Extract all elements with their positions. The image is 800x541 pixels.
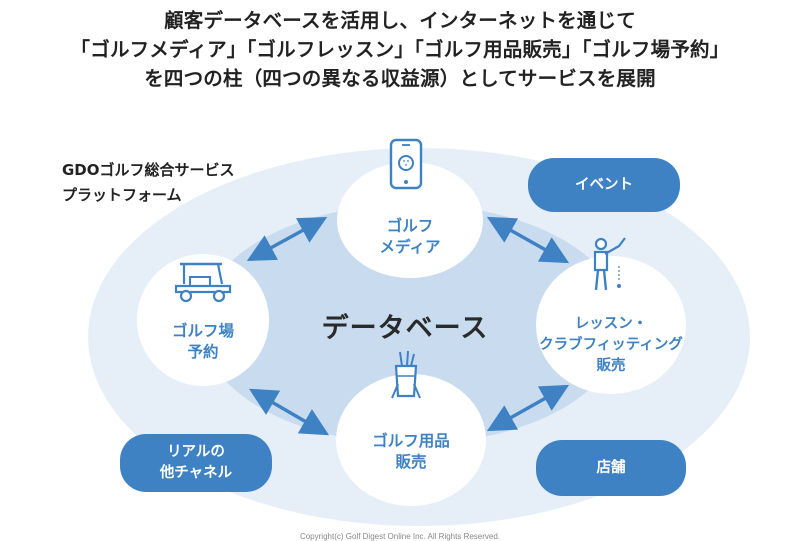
pillar-lesson-fitting-label: レッスン・ クラブフィッティング 販売 xyxy=(539,315,683,374)
pillar-golf-equipment-label: ゴルフ用品 販売 xyxy=(372,432,450,471)
arrow-media-reservation xyxy=(246,216,328,262)
channel-real-other: リアルの 他チャネル xyxy=(120,434,272,492)
pillar-lesson-fitting: レッスン・ クラブフィッティング 販売 xyxy=(536,256,686,394)
headline: 顧客データベースを活用し、インターネットを通じて 「ゴルフメディア」「ゴルフレッ… xyxy=(0,6,800,93)
pillar-golf-reservation-label: ゴルフ場 予約 xyxy=(171,322,234,361)
headline-line-2: 「ゴルフメディア」「ゴルフレッスン」「ゴルフ用品販売」「ゴルフ場予約」 xyxy=(70,38,730,61)
golf-cart-icon xyxy=(174,262,232,303)
golfer-swing-icon xyxy=(593,237,626,291)
database-label: データベース xyxy=(321,313,489,344)
pillar-golf-media-label: ゴルフ メディア xyxy=(379,217,441,256)
arrow-reservation-equipment xyxy=(248,388,330,436)
copyright: Copyright(c) Golf Digest Online Inc. All… xyxy=(299,532,501,541)
smartphone-golf-ball-icon xyxy=(389,138,423,190)
headline-line-1: 顧客データベースを活用し、インターネットを通じて xyxy=(164,9,636,32)
platform-label: GDOゴルフ総合サービス プラットフォーム xyxy=(62,161,235,204)
database-inner-ellipse xyxy=(200,204,624,444)
channel-event: イベント xyxy=(528,158,680,212)
golf-bag-icon xyxy=(391,350,421,399)
arrow-lesson-equipment xyxy=(486,384,570,432)
channel-store: 店舗 xyxy=(536,440,686,496)
arrow-media-lesson xyxy=(486,216,570,264)
headline-line-3: を四つの柱（四つの異なる収益源）としてサービスを展開 xyxy=(144,67,656,90)
